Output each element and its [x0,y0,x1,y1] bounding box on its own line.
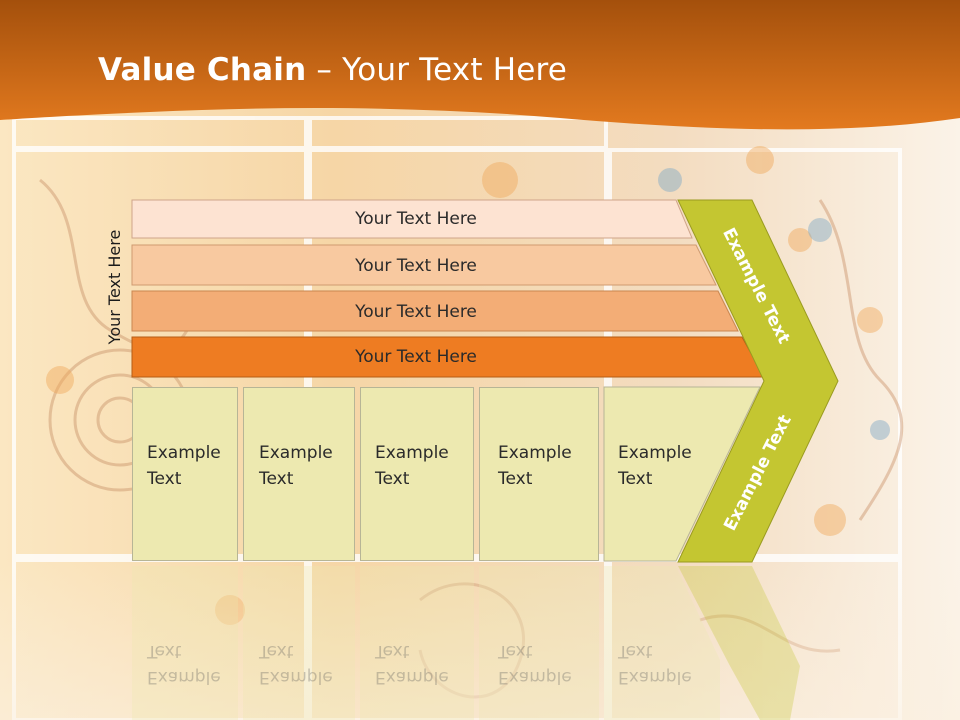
bar-1-label: Your Text Here [355,209,477,229]
reflection-box-2-line2: Text [259,641,294,661]
reflection-box-2-line1: Example [259,667,333,687]
bar-4-label: Your Text Here [355,347,477,367]
box-4-line2: Text [498,469,533,489]
box-1-line2: Text [147,469,182,489]
reflection-box-1-line2: Text [147,641,182,661]
box-4-line1: Example [498,443,572,463]
reflection-box-3: Example Text [375,638,449,690]
box-5-shape [603,386,761,562]
chevron-shape [677,199,839,563]
reflection-box-4-line1: Example [498,667,572,687]
title-rest: – Your Text Here [306,52,568,88]
bar-2-label: Your Text Here [355,256,477,276]
box-2 [243,387,355,561]
reflection-box-3-line1: Example [375,667,449,687]
box-1 [132,387,238,561]
reflection-box-3-line2: Text [375,641,410,661]
reflection-box-5-line2: Text [618,641,653,661]
reflection-box-1-line1: Example [147,667,221,687]
bar-3-shape [131,290,739,332]
box-2-line2: Text [259,469,294,489]
reflection-labels: Example Text Example Text Example Text Exam… [0,630,960,690]
reflection-box-4-line2: Text [498,641,533,661]
box-5-line2: Text [618,469,653,489]
bar-3-label: Your Text Here [355,302,477,322]
box-3-line2: Text [375,469,410,489]
box-5-line1: Example [618,443,692,463]
reflection-box-1: Example Text [147,638,221,690]
box-2-line1: Example [259,443,333,463]
box-3-line1: Example [375,443,449,463]
reflection-box-2: Example Text [259,638,333,690]
slide-title: Value Chain – Your Text Here [98,52,567,88]
box-3 [360,387,474,561]
box-4 [479,387,599,561]
box-1-line1: Example [147,443,221,463]
title-bold: Value Chain [98,52,307,88]
bar-1-shape [131,199,693,239]
reflection-box-5: Example Text [618,638,692,690]
reflection-group [132,566,800,720]
bar-2-shape [131,244,717,286]
reflection-box-5-line1: Example [618,667,692,687]
reflection-box-4: Example Text [498,638,572,690]
